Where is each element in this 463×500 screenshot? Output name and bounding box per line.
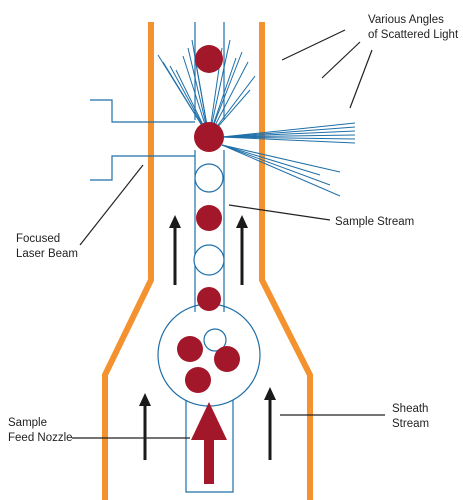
red-cell	[177, 336, 203, 362]
flow-arrow-head	[139, 393, 151, 406]
flow-arrow-shaft	[240, 225, 244, 285]
white-cell	[203, 328, 227, 352]
flow-arrow-shaft	[173, 225, 177, 285]
light-ray	[221, 144, 321, 176]
laser-beam-leader	[79, 164, 144, 246]
light-ray	[221, 122, 356, 138]
scattered-light-rays	[157, 39, 356, 197]
nozzle-arrow	[191, 402, 227, 484]
scattered-light-label-line-2: of Scattered Light	[368, 29, 459, 41]
red-cell	[214, 346, 240, 372]
light-ray	[221, 130, 356, 138]
laser-beam-label-line-1: Focused	[16, 233, 61, 245]
light-ray	[221, 144, 341, 173]
scatter-leader-1	[281, 29, 346, 61]
flow-arrow-head	[264, 387, 276, 400]
flow-arrow-upper-right	[236, 215, 248, 285]
scattered-light-label-line-1: Various Angles	[368, 14, 444, 26]
red-cell-illuminated	[194, 122, 224, 152]
light-ray	[221, 144, 331, 186]
feed-nozzle-label-line-1: Sample	[8, 417, 47, 429]
light-ray	[221, 136, 356, 140]
right-chamber-wall	[259, 22, 313, 500]
leader-lines	[72, 29, 385, 439]
light-ray	[221, 144, 341, 197]
flow-arrow-shaft	[143, 403, 147, 460]
sample-stream-label: Sample Stream	[335, 215, 414, 230]
scatter-leader-3	[349, 49, 373, 109]
red-cell	[197, 287, 221, 311]
cells	[177, 45, 240, 393]
flow-arrow-head	[236, 215, 248, 228]
light-ray	[208, 51, 243, 138]
light-ray	[221, 126, 356, 138]
light-ray	[221, 136, 356, 144]
scatter-leader-2	[321, 41, 361, 79]
white-cell	[194, 163, 224, 193]
nozzle-arrow-head	[191, 402, 227, 440]
sheath-stream-label-line-2: Stream	[392, 418, 430, 430]
red-cell	[196, 205, 222, 231]
red-cell	[185, 367, 211, 393]
flow-arrow-lower-right	[264, 387, 276, 460]
flow-arrow-lower-left	[139, 393, 151, 460]
feed-nozzle-label: Sample Feed Nozzle	[8, 416, 73, 446]
laser-beam-label: Focused Laser Beam	[16, 232, 78, 262]
sample-stream-leader	[228, 204, 331, 221]
flow-arrow-upper-left	[169, 215, 181, 285]
nozzle-arrow-shaft	[204, 438, 214, 484]
white-cell	[193, 244, 225, 276]
laser-beam-housing	[90, 99, 195, 181]
flow-arrows	[139, 215, 276, 460]
light-ray	[208, 39, 231, 138]
flow-arrow-head	[169, 215, 181, 228]
red-cell	[195, 45, 223, 73]
light-ray	[187, 47, 210, 138]
flow-arrow-shaft	[268, 397, 272, 460]
sheath-stream-label-line-1: Sheath	[392, 403, 429, 415]
scattered-light-label: Various Angles of Scattered Light	[368, 13, 458, 43]
light-ray	[221, 134, 356, 138]
sample-stream-label-text: Sample Stream	[335, 216, 415, 228]
laser-beam-label-line-2: Laser Beam	[16, 248, 79, 260]
feed-nozzle-label-line-2: Feed Nozzle	[8, 432, 73, 444]
sheath-stream-label: Sheath Stream	[392, 402, 429, 432]
